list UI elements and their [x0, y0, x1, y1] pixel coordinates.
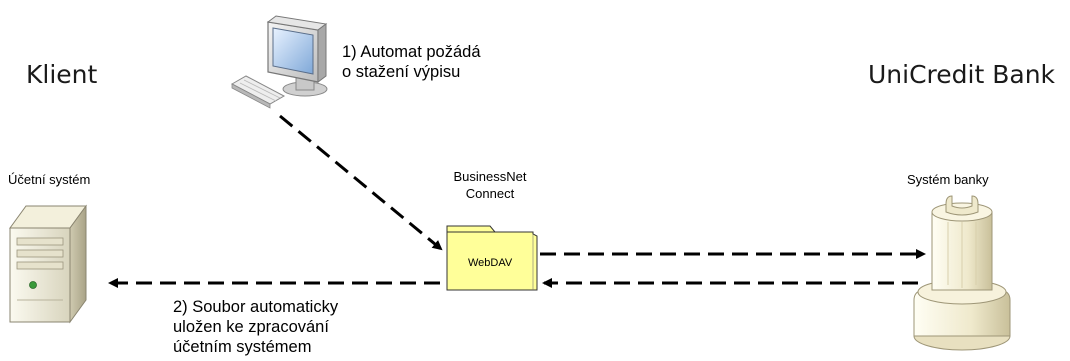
step1-text: 1) Automat požádá o stažení výpisu	[342, 42, 481, 82]
bank-heading: UniCredit Bank	[868, 60, 1056, 89]
computer-icon	[230, 15, 328, 109]
gateway-label: BusinessNet Connect	[435, 168, 545, 202]
arrows	[108, 114, 926, 288]
folder-icon	[446, 225, 538, 291]
arrow-computer-to-folder	[279, 114, 443, 251]
step2-line2: uložen ke zpracování	[173, 318, 329, 336]
gateway-label-line2: Connect	[465, 186, 515, 201]
step1-line1: 1) Automat požádá	[342, 43, 481, 61]
step2-text: 2) Soubor automaticky uložen ke zpracová…	[173, 297, 338, 357]
server-icon	[9, 204, 87, 324]
client-heading: Klient	[26, 60, 98, 89]
gateway-label-line1: BusinessNet	[453, 169, 527, 184]
bank-system-label: Systém banky	[907, 172, 989, 187]
step1-line2: o stažení výpisu	[342, 63, 461, 81]
accounting-system-label: Účetní systém	[8, 172, 91, 187]
step2-line1: 2) Soubor automaticky	[173, 298, 339, 316]
step2-line3: účetním systémem	[173, 338, 312, 356]
folder-label: WebDAV	[468, 257, 513, 269]
bank-system-icon	[913, 195, 1011, 351]
